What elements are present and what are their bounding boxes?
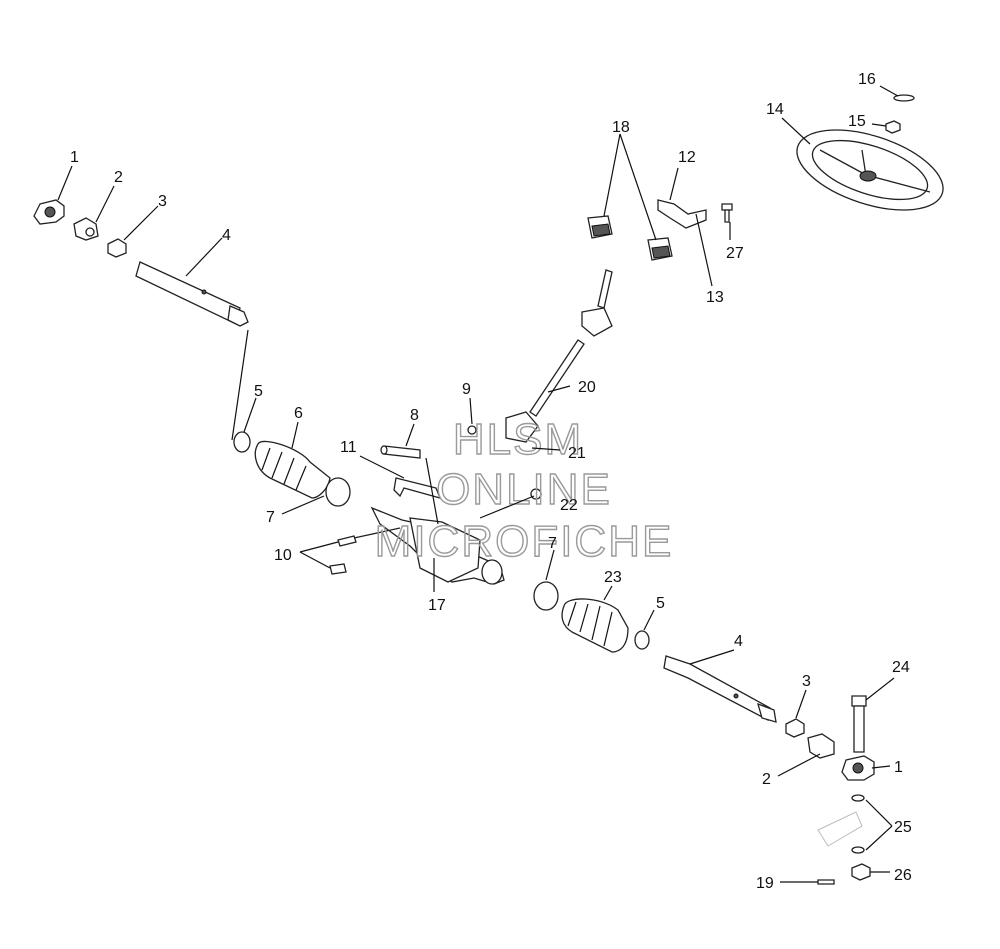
bracket-12 bbox=[657, 199, 707, 229]
callout-6: 6 bbox=[294, 405, 303, 422]
retaining-clip bbox=[393, 477, 442, 499]
tie-rod-end-right bbox=[841, 755, 875, 781]
bolt-lower bbox=[329, 563, 347, 575]
callout-5-left: 5 bbox=[254, 383, 263, 400]
callout-7-left: 7 bbox=[266, 509, 275, 526]
callout-25: 25 bbox=[894, 819, 912, 836]
callout-21: 21 bbox=[568, 445, 586, 462]
clamp-left bbox=[233, 431, 251, 453]
callout-23: 23 bbox=[604, 569, 622, 586]
callout-2-left: 2 bbox=[114, 169, 123, 186]
callout-3-left: 3 bbox=[158, 193, 167, 210]
clamp-right bbox=[634, 630, 650, 650]
screw-27 bbox=[721, 203, 733, 223]
callout-labels: 1 2 3 4 5 6 7 8 9 10 11 12 13 14 15 16 1… bbox=[70, 71, 912, 892]
bearings-18 bbox=[587, 215, 673, 261]
callout-27: 27 bbox=[726, 245, 744, 262]
small-fastener-9 bbox=[467, 425, 477, 435]
watermark-line-1: HLSM bbox=[453, 415, 583, 464]
inner-tie-rod-right bbox=[663, 655, 777, 723]
jam-nut-left bbox=[73, 217, 99, 241]
leader-lines bbox=[57, 85, 899, 883]
nut-26 bbox=[851, 863, 871, 881]
callout-22: 22 bbox=[560, 497, 578, 514]
clamp-right-inner bbox=[533, 581, 559, 611]
steering-wheel bbox=[796, 129, 944, 211]
inner-tie-rod-left bbox=[135, 261, 249, 327]
callout-26: 26 bbox=[894, 867, 912, 884]
callout-9: 9 bbox=[462, 381, 471, 398]
callout-7-right: 7 bbox=[548, 535, 557, 552]
callout-12: 12 bbox=[678, 149, 696, 166]
rack-housing bbox=[370, 506, 505, 585]
callout-4-left: 4 bbox=[222, 227, 231, 244]
callout-5-right: 5 bbox=[656, 595, 665, 612]
callout-14: 14 bbox=[766, 101, 784, 118]
boot-right bbox=[561, 598, 629, 653]
callout-24: 24 bbox=[892, 659, 910, 676]
callout-3-right: 3 bbox=[802, 673, 811, 690]
washers-25 bbox=[851, 794, 865, 854]
tie-rod-end-left bbox=[33, 199, 65, 225]
callout-13: 13 bbox=[706, 289, 724, 306]
nut-left bbox=[107, 238, 127, 258]
cotter-pin-19 bbox=[817, 879, 835, 885]
watermark-line-2: ONLINE bbox=[436, 465, 612, 514]
jam-nut-right bbox=[807, 733, 835, 759]
callout-18: 18 bbox=[612, 119, 630, 136]
callout-8: 8 bbox=[410, 407, 419, 424]
callout-1-left: 1 bbox=[70, 149, 79, 166]
bolt-upper bbox=[337, 527, 401, 547]
callout-10: 10 bbox=[274, 547, 292, 564]
pin bbox=[380, 445, 421, 459]
bolt-24 bbox=[851, 695, 867, 753]
callout-11: 11 bbox=[340, 439, 357, 456]
callout-4-right: 4 bbox=[734, 633, 743, 650]
intermediate-shaft bbox=[505, 269, 613, 443]
nut-15 bbox=[885, 120, 901, 134]
callout-1-right: 1 bbox=[894, 759, 903, 776]
callout-19: 19 bbox=[756, 875, 774, 892]
callout-20: 20 bbox=[578, 379, 596, 396]
watermark: HLSM ONLINE MICROFICHE bbox=[374, 414, 674, 566]
callout-15: 15 bbox=[848, 113, 866, 130]
knuckle-arm-ghost bbox=[817, 811, 863, 847]
boot-left bbox=[254, 440, 331, 499]
callout-16: 16 bbox=[858, 71, 876, 88]
nut-right bbox=[785, 718, 805, 738]
cap-16 bbox=[893, 94, 915, 102]
clamp-left-inner bbox=[325, 477, 351, 507]
callout-2-right: 2 bbox=[762, 771, 771, 788]
watermark-line-3: MICROFICHE bbox=[375, 517, 674, 566]
callout-17: 17 bbox=[428, 597, 446, 614]
